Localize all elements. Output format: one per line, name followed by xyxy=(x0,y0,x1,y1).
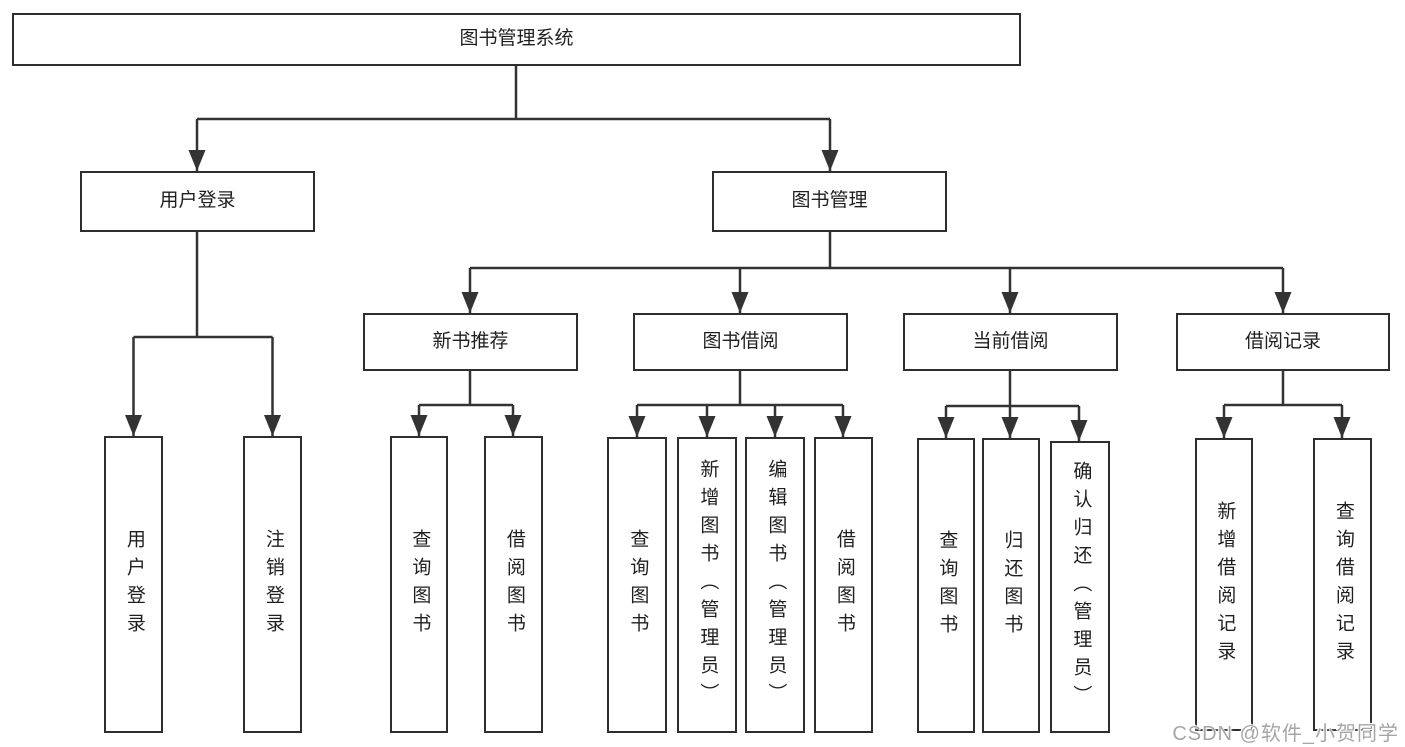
arrowheads xyxy=(125,150,1351,441)
node-book-management: 图书管理 xyxy=(712,171,947,232)
node-borrow-books-leaf: 借阅图书 xyxy=(814,437,873,733)
node-add-borrow-record: 新增借阅记录 xyxy=(1195,438,1253,731)
node-return-books: 归还图书 xyxy=(982,438,1040,733)
node-add-books-admin: 新增图书（管理员） xyxy=(677,437,737,733)
node-user-login: 用户登录 xyxy=(80,171,315,232)
node-current-borrowing: 当前借阅 xyxy=(903,313,1118,371)
node-borrowing-records: 借阅记录 xyxy=(1176,313,1390,371)
node-query-borrow-record: 查询借阅记录 xyxy=(1313,438,1372,731)
node-query-books-recommend: 查询图书 xyxy=(390,436,448,733)
connector-segments xyxy=(132,66,1344,441)
node-edit-books-admin: 编辑图书（管理员） xyxy=(745,437,805,733)
node-book-borrowing: 图书借阅 xyxy=(633,313,848,371)
watermark: CSDN @软件_小贺同学 xyxy=(1172,723,1399,745)
node-borrow-books-recommend: 借阅图书 xyxy=(484,436,543,733)
node-user-login-leaf: 用户登录 xyxy=(104,436,163,733)
node-logout-leaf: 注销登录 xyxy=(243,436,302,733)
node-confirm-return-admin: 确认归还（管理员） xyxy=(1050,441,1110,733)
node-library-management-system: 图书管理系统 xyxy=(12,13,1021,66)
node-query-books-current: 查询图书 xyxy=(917,438,975,733)
node-query-books-borrow: 查询图书 xyxy=(607,437,667,733)
node-new-book-recommendation: 新书推荐 xyxy=(363,313,578,371)
